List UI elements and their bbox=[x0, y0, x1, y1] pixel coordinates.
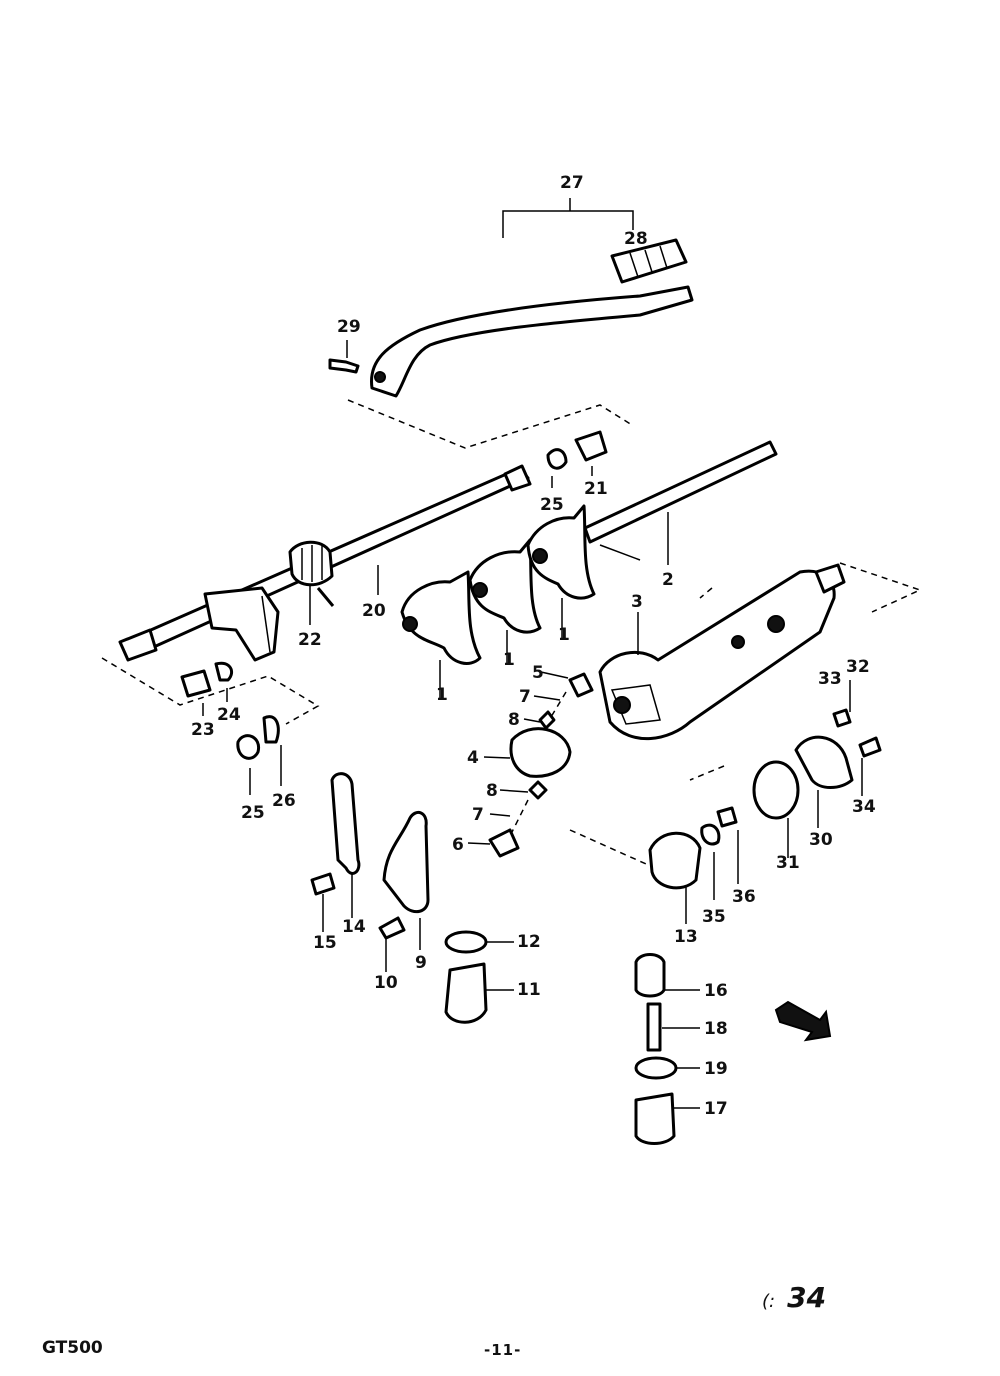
label-19: 19 bbox=[704, 1059, 728, 1079]
label-5: 5 bbox=[532, 663, 544, 683]
label-24: 24 bbox=[217, 705, 241, 725]
label-26: 26 bbox=[272, 791, 296, 811]
label-29: 29 bbox=[337, 317, 361, 337]
label-14: 14 bbox=[342, 917, 366, 937]
label-33: 33 bbox=[818, 669, 842, 689]
label-31: 31 bbox=[776, 853, 800, 873]
label-22: 22 bbox=[298, 630, 322, 650]
label-4: 4 bbox=[467, 748, 479, 768]
label-7a: 7 bbox=[519, 687, 531, 707]
neutral-switch-parts bbox=[569, 680, 882, 1145]
model-name: GT500 bbox=[42, 1338, 103, 1358]
oil-drain-plug bbox=[444, 930, 514, 1024]
label-23: 23 bbox=[191, 720, 215, 740]
label-25b: 25 bbox=[241, 803, 265, 823]
label-17: 17 bbox=[704, 1099, 728, 1119]
label-10: 10 bbox=[374, 973, 398, 993]
page-number: -11- bbox=[484, 1341, 522, 1359]
figure-prefix: (: bbox=[762, 1291, 776, 1312]
label-32: 32 bbox=[846, 657, 870, 677]
label-1b: 1 bbox=[503, 650, 515, 670]
cam-stopper-parts bbox=[467, 671, 594, 858]
part-number-labels: 27 28 29 25 21 2 20 22 3 1 1 1 5 7 8 4 8… bbox=[191, 173, 876, 1119]
front-direction-arrow-icon bbox=[774, 1000, 832, 1042]
label-35: 35 bbox=[702, 907, 726, 927]
label-2: 2 bbox=[662, 570, 674, 590]
label-21: 21 bbox=[584, 479, 608, 499]
label-1c: 1 bbox=[558, 625, 570, 645]
label-3: 3 bbox=[631, 592, 643, 612]
label-18: 18 bbox=[704, 1019, 728, 1039]
label-13: 13 bbox=[674, 927, 698, 947]
label-8b: 8 bbox=[486, 781, 498, 801]
figure-number: (: 34 bbox=[762, 1281, 826, 1314]
label-30: 30 bbox=[809, 830, 833, 850]
label-11: 11 bbox=[517, 980, 541, 1000]
label-6: 6 bbox=[452, 835, 464, 855]
label-27: 27 bbox=[560, 173, 584, 193]
label-7b: 7 bbox=[472, 805, 484, 825]
label-15: 15 bbox=[313, 933, 337, 953]
label-36: 36 bbox=[732, 887, 756, 907]
label-16: 16 bbox=[704, 981, 728, 1001]
label-28: 28 bbox=[624, 229, 648, 249]
label-8a: 8 bbox=[508, 710, 520, 730]
figure-number-value: 34 bbox=[787, 1281, 827, 1314]
label-34: 34 bbox=[852, 797, 876, 817]
gear-shift-cam-drum bbox=[598, 562, 923, 740]
gear-shift-lever bbox=[328, 198, 694, 449]
shift-fork-assembly bbox=[400, 440, 778, 700]
gear-shift-arms bbox=[310, 772, 430, 972]
label-9: 9 bbox=[415, 953, 427, 973]
label-12: 12 bbox=[517, 932, 541, 952]
label-1a: 1 bbox=[436, 685, 448, 705]
gear-shift-shaft bbox=[101, 430, 608, 795]
label-20: 20 bbox=[362, 601, 386, 621]
label-25a: 25 bbox=[540, 495, 564, 515]
